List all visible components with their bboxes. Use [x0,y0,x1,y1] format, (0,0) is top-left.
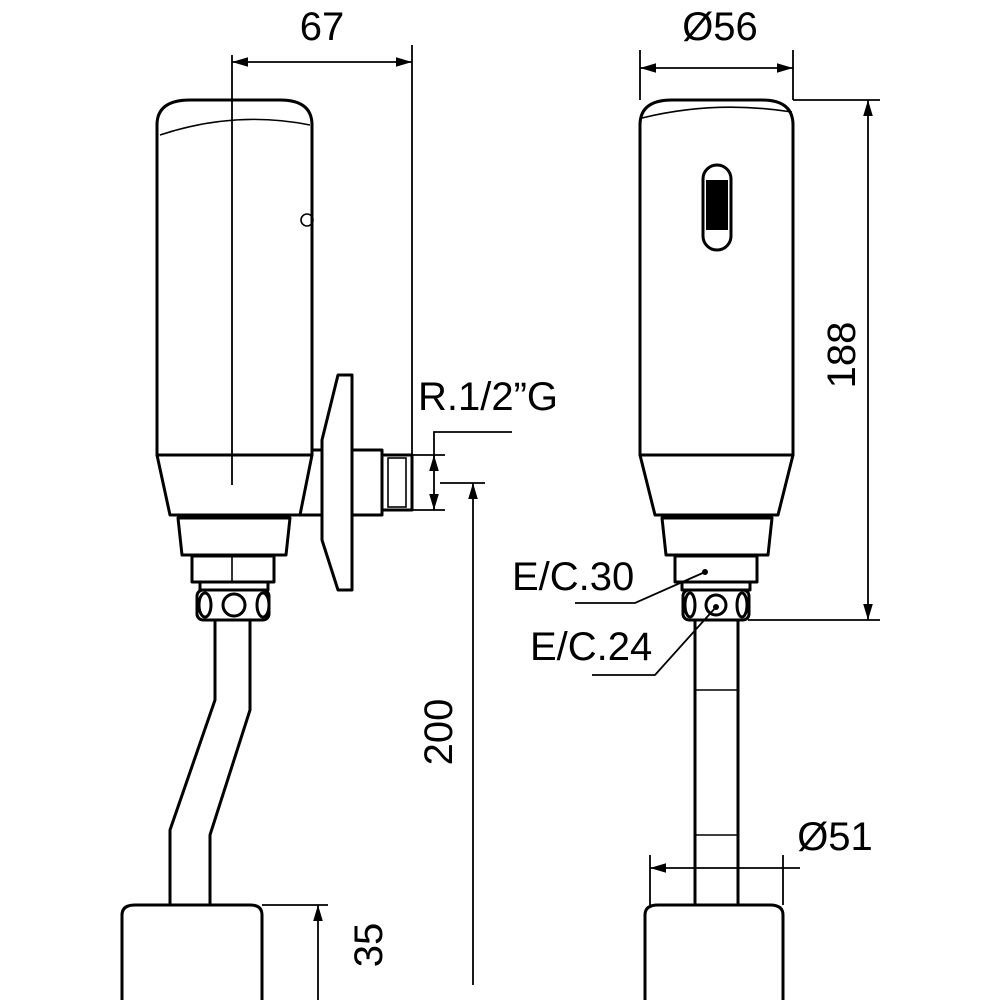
thread-label: R.1/2”G [418,375,558,419]
dim-188: 188 [748,99,880,621]
dim-51-label: Ø51 [797,815,873,859]
front-view [638,98,795,1000]
thread-nut [380,453,414,512]
sensor-body [155,98,314,457]
front-pipe [693,618,740,907]
nut [190,554,276,584]
ec24-label: E/C.24 [530,625,652,669]
front-body [638,98,795,457]
body-ring [176,516,292,557]
body-cone [155,453,314,517]
dim-diameter-56: Ø56 [639,5,794,100]
dim-67-label: 67 [300,5,345,49]
dim-200-label: 200 [417,699,461,766]
dim-56-label: Ø56 [682,5,758,49]
base-right [643,903,785,1000]
wrench-callouts: E/C.30 E/C.24 [512,555,719,676]
dim-188-label: 188 [820,322,864,389]
wall-flange [320,373,354,592]
dim-200: 200 [417,482,485,985]
base-left [120,903,264,1000]
dim-diameter-51: Ø51 [649,815,873,905]
ec30-label: E/C.30 [512,555,634,599]
side-view [120,55,414,1000]
dim-35-label: 35 [347,923,391,968]
offset-pipe [168,618,252,907]
dim-67: 67 [232,5,413,455]
dim-thread: R.1/2”G [412,375,558,511]
dim-35: 35 [262,904,391,1000]
